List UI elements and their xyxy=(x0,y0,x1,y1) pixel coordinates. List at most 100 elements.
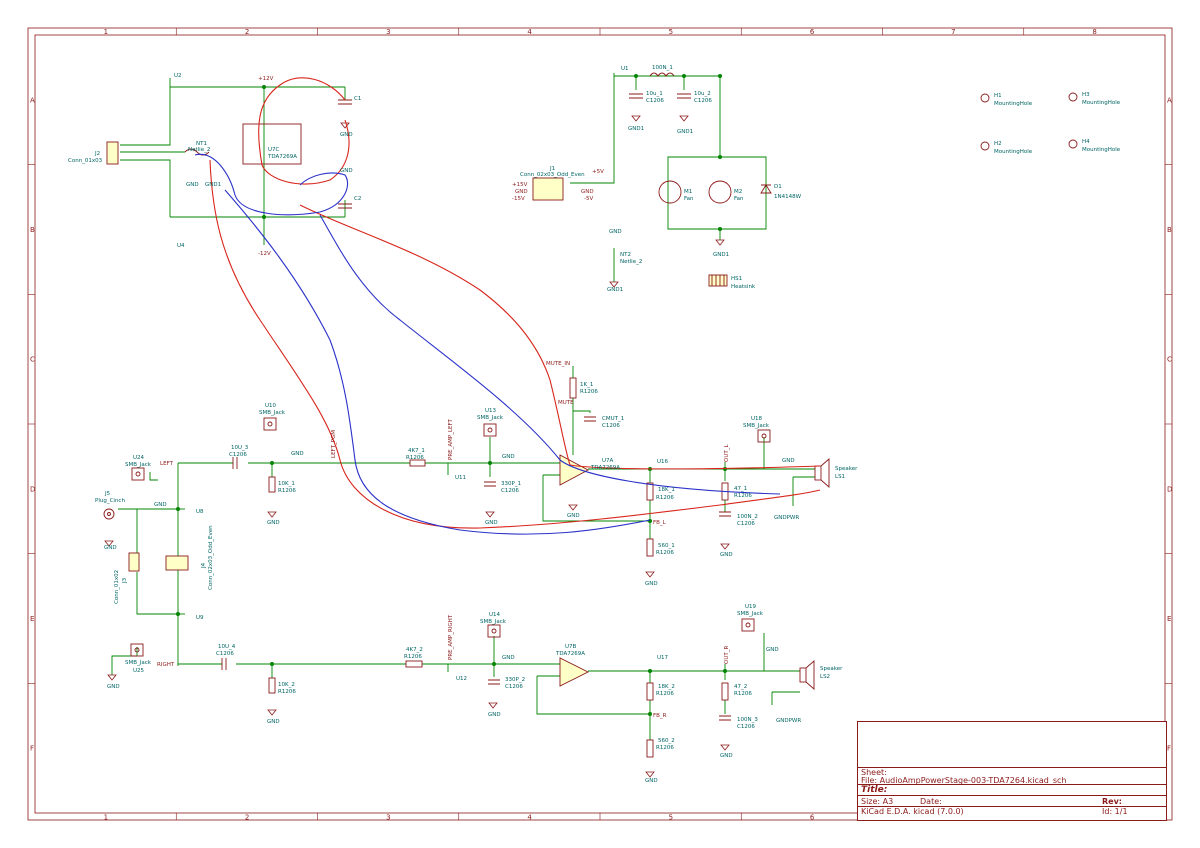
label-u18v: SMB_Jack xyxy=(743,423,770,429)
label-10u2: 10u_2 xyxy=(694,91,711,97)
label-m2v: Fan xyxy=(734,196,744,202)
label-d1: D1 xyxy=(774,184,782,190)
label-j5v: Plug_Cinch xyxy=(95,498,125,504)
label-u7av: TDA7269A xyxy=(590,465,620,471)
label-330-2: 330P_2 xyxy=(505,677,525,683)
title-rev: Rev: xyxy=(1102,797,1122,806)
label-u14: U14 xyxy=(489,612,501,618)
label-100n3: 100N_3 xyxy=(737,717,758,723)
label-j1: J1 xyxy=(549,166,555,172)
title-id: Id: 1/1 xyxy=(1102,807,1128,816)
label-nt2: NT2 xyxy=(620,252,631,258)
label-gnd1-nt1: GND1 xyxy=(205,182,221,188)
label-560-1: 560_1 xyxy=(658,543,675,549)
title-tool: KiCad E.D.A. kicad (7.0.0) xyxy=(861,807,964,816)
label-cmut: CMUT_1 xyxy=(602,416,624,422)
red-annotation-trace xyxy=(209,77,821,529)
label-out-r: OUT_R xyxy=(724,646,730,664)
label-u10: U10 xyxy=(265,403,277,409)
label-gnd-c2: GND xyxy=(340,168,353,174)
frame-row-label: D xyxy=(30,485,35,493)
label-gnd1-b: GND1 xyxy=(677,129,693,135)
label-u7b: U7B xyxy=(565,644,577,650)
label-10u1v: C1206 xyxy=(646,98,664,104)
label-p5: +5V xyxy=(592,169,604,175)
frame-row-label: B xyxy=(30,226,35,234)
label-10u3: 10U_3 xyxy=(231,445,249,451)
label-left-pgm: LEFT_PGM xyxy=(331,430,337,458)
label-18k2: 18K_2 xyxy=(658,684,675,690)
label-u9: U9 xyxy=(196,615,204,621)
label-h1: H1 xyxy=(994,93,1002,99)
label-left: LEFT xyxy=(160,461,174,467)
label-j2: J2 xyxy=(94,151,100,157)
label-1k1: 1K_1 xyxy=(580,382,593,388)
label-j5: J5 xyxy=(104,491,111,497)
label-m1v: Fan xyxy=(684,196,694,202)
label-right: RIGHT xyxy=(157,662,175,668)
label-pre-right: PRE_AMP_RIGHT xyxy=(448,614,454,660)
label-u7a: U7A xyxy=(602,458,614,464)
label-100n3v: C1206 xyxy=(737,724,755,730)
label-pre-left: PRE_AMP_LEFT xyxy=(448,418,454,460)
label-nt1: NT1 xyxy=(196,141,207,147)
label-h3: H3 xyxy=(1082,92,1090,98)
label-nt2v: Netlie_2 xyxy=(620,259,642,265)
label-c2: C2 xyxy=(354,196,361,202)
frame-row-label: F xyxy=(1167,745,1171,753)
label-p15: +15V xyxy=(512,182,528,188)
label-u14v: SMB_Jack xyxy=(480,619,507,625)
label-u7bv: TDA7269A xyxy=(555,651,585,657)
label-18k1v: R1206 xyxy=(656,495,674,501)
label-u13: U13 xyxy=(485,408,497,414)
label-mute-in: MUTE_IN xyxy=(546,361,570,367)
frame-column-label: 8 xyxy=(1092,28,1096,36)
label-h4: H4 xyxy=(1082,139,1090,145)
label-10u4: 10U_4 xyxy=(218,644,236,650)
label-u8: U8 xyxy=(196,509,204,515)
label-u19v: SMB_Jack xyxy=(737,611,764,617)
label-hs1: HS1 xyxy=(731,276,742,282)
label-gnd-u13: GND xyxy=(502,454,515,460)
label-u2: U2 xyxy=(174,73,182,79)
label-gnd-j5: GND xyxy=(104,545,117,551)
label-m15: -15V xyxy=(512,196,525,202)
blue-annotation-trace xyxy=(194,153,781,535)
label-gnd1-fan: GND1 xyxy=(713,252,729,258)
label-4k7-2v: R1206 xyxy=(404,654,422,660)
label-j3v: Conn_01x02 xyxy=(114,570,120,604)
label-u1: U1 xyxy=(621,66,629,72)
label-h2: H2 xyxy=(994,141,1002,147)
label-gnd-u10: GND xyxy=(291,451,304,457)
label-mute: MUTE xyxy=(558,400,574,406)
label-ls1: LS1 xyxy=(835,474,845,480)
label-u11: U11 xyxy=(455,475,466,481)
label-h4v: MountingHole xyxy=(1082,147,1121,153)
label-ls2: LS2 xyxy=(820,674,830,680)
frame-column-label: 4 xyxy=(527,814,532,822)
frame-column-label: 1 xyxy=(104,28,108,36)
label-hs1v: Heatsink xyxy=(731,284,756,290)
label-fb-l: FB_L xyxy=(653,520,667,526)
label-560-2v: R1206 xyxy=(656,745,674,751)
label-gnd-10k2: GND xyxy=(267,719,280,725)
junctions xyxy=(176,74,727,716)
label-560-2: 560_2 xyxy=(658,738,675,744)
frame-row-label: E xyxy=(30,615,34,623)
label-gnd-330-2: GND xyxy=(488,712,501,718)
label-j2-val: Conn_01x03 xyxy=(68,158,103,164)
label-4k7-1v: R1206 xyxy=(406,455,424,461)
label-gnd-560-2: GND xyxy=(645,778,658,784)
label-gnd-c1: GND xyxy=(340,132,353,138)
label-h1v: MountingHole xyxy=(994,101,1033,107)
label-fb-r: FB_R xyxy=(653,713,667,719)
frame-labels: 1122334455667788AABBCCDDEEFF xyxy=(30,28,1172,822)
label-10k2: 10K_2 xyxy=(278,682,295,688)
label-h3v: MountingHole xyxy=(1082,100,1121,106)
label-u12: U12 xyxy=(456,676,467,682)
label-10u3v: C1206 xyxy=(229,452,247,458)
frame-row-label: F xyxy=(30,745,34,753)
label-gnd1-a: GND1 xyxy=(628,126,644,132)
frame-column-label: 2 xyxy=(245,28,249,36)
